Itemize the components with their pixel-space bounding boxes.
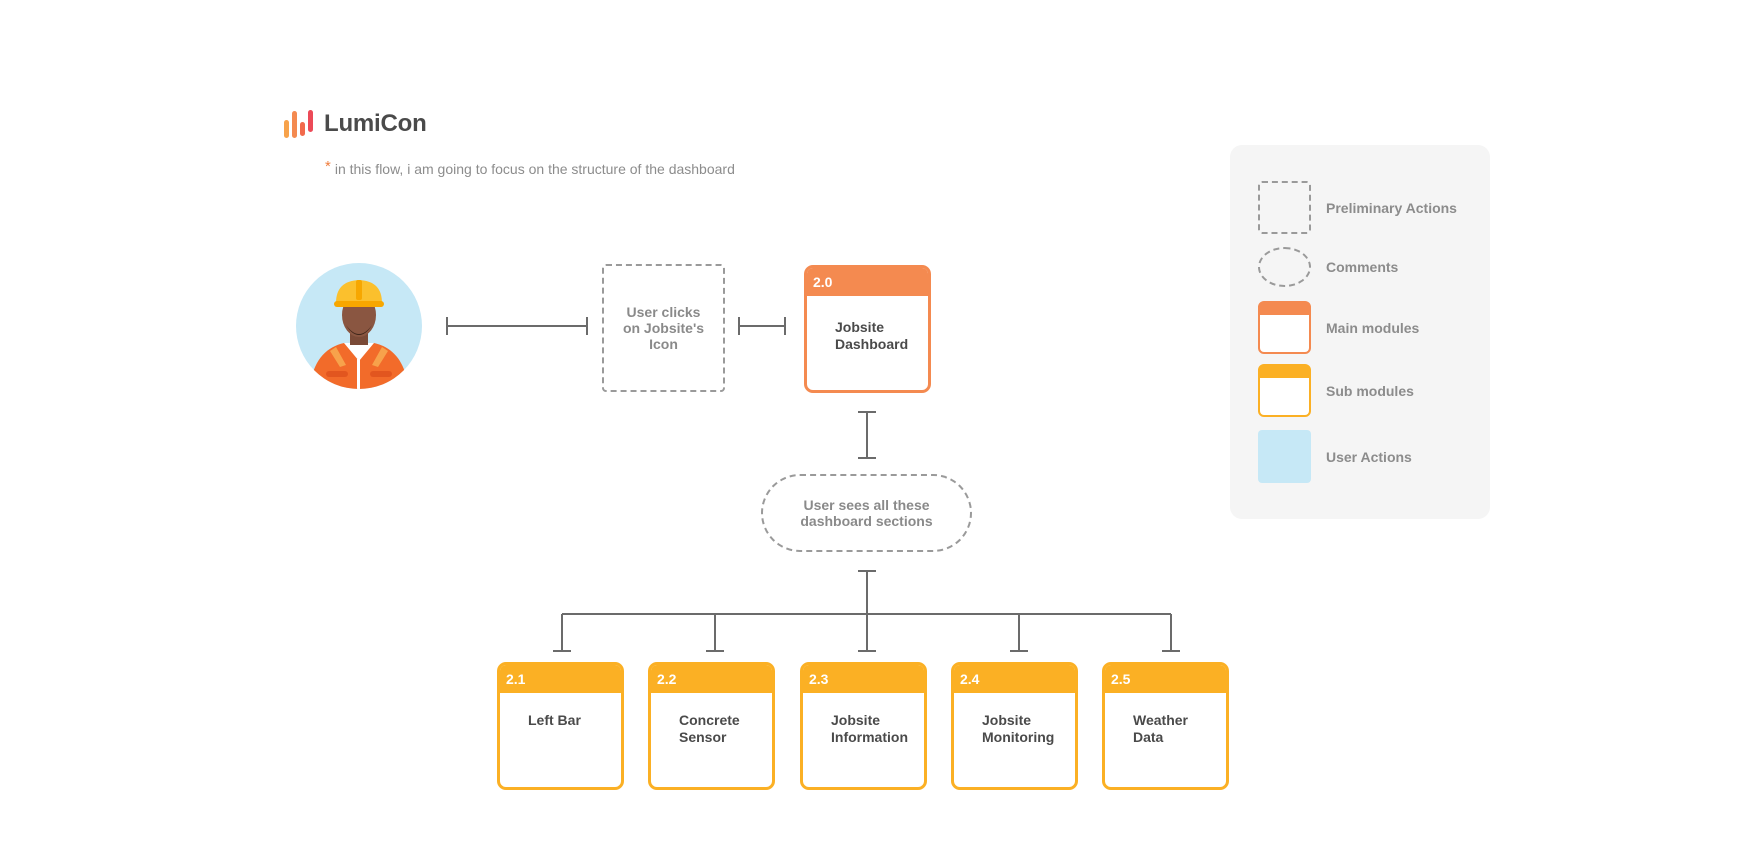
legend-item-main-modules: Main modules <box>1258 301 1419 354</box>
sub-module-weather-data: 2.5 Weather Data <box>1102 662 1229 790</box>
legend-label: Sub modules <box>1326 382 1414 399</box>
legend-label: Preliminary Actions <box>1326 199 1457 216</box>
construction-worker-avatar-icon <box>296 263 422 389</box>
main-module-jobsite-dashboard: 2.0 Jobsite Dashboard <box>804 265 931 393</box>
module-label: Jobsite Dashboard <box>835 319 909 352</box>
preliminary-action-box: User clicks on Jobsite's Icon <box>602 264 725 392</box>
user-action-swatch-icon <box>1258 430 1311 483</box>
dashed-rect-swatch-icon <box>1258 181 1311 234</box>
legend-label: Main modules <box>1326 319 1420 336</box>
module-number: 2.2 <box>651 665 772 693</box>
sub-module-swatch-icon <box>1258 364 1311 417</box>
sub-module-jobsite-information: 2.3 Jobsite Information <box>800 662 927 790</box>
main-module-swatch-icon <box>1258 301 1311 354</box>
legend-label: Comments <box>1326 259 1399 275</box>
module-number: 2.1 <box>500 665 621 693</box>
lumicon-logo-icon <box>284 110 313 138</box>
note-asterisk: * <box>325 158 331 175</box>
brand-name: LumiCon <box>324 110 427 137</box>
sub-module-concrete-sensor: 2.2 Concrete Sensor <box>648 662 775 790</box>
comment-text: User sees all these dashboard sections <box>800 497 933 529</box>
note-text: in this flow, i am going to focus on the… <box>334 161 735 177</box>
module-label: Concrete Sensor <box>679 712 740 745</box>
legend-panel: Preliminary Actions Comments Main module… <box>1230 145 1490 519</box>
sub-module-jobsite-monitoring: 2.4 Jobsite Monitoring <box>951 662 1078 790</box>
legend-item-preliminary: Preliminary Actions <box>1258 181 1457 234</box>
legend-item-sub-modules: Sub modules <box>1258 364 1414 417</box>
module-number: 2.5 <box>1105 665 1226 693</box>
module-label: Jobsite Monitoring <box>982 712 1055 745</box>
module-label: Jobsite Information <box>831 712 908 745</box>
legend-item-comments: Comments <box>1258 247 1398 287</box>
module-number: 2.4 <box>954 665 1075 693</box>
module-label: Left Bar <box>528 712 581 728</box>
preliminary-action-text: User clicks on Jobsite's Icon <box>622 304 705 352</box>
flow-note: *in this flow, i am going to focus on th… <box>325 158 735 180</box>
dashed-ellipse-swatch-icon <box>1258 247 1311 287</box>
legend-item-user-actions: User Actions <box>1258 430 1412 483</box>
module-number: 2.0 <box>807 268 928 296</box>
comment-box: User sees all these dashboard sections <box>761 474 972 552</box>
legend-label: User Actions <box>1326 448 1412 465</box>
sub-module-left-bar: 2.1 Left Bar <box>497 662 624 790</box>
module-label: Weather Data <box>1133 712 1188 745</box>
module-number: 2.3 <box>803 665 924 693</box>
